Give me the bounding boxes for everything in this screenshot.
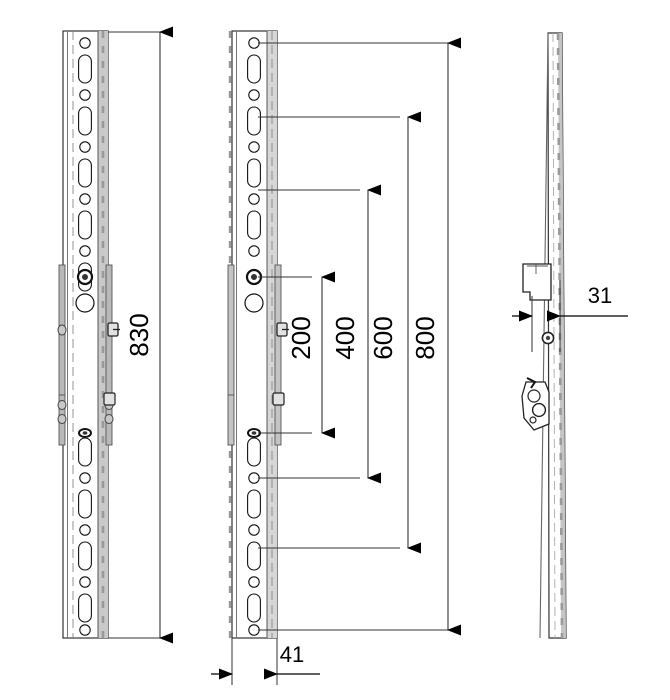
left-rail-fastener-upper xyxy=(76,268,94,286)
left-rail-fastener-lower xyxy=(78,428,92,438)
right-latch-assembly xyxy=(521,377,550,431)
middle-elevation-view xyxy=(227,30,289,639)
dimension-600-label: 600 xyxy=(368,316,398,359)
middle-rail-flange-shade xyxy=(267,31,277,638)
middle-rail-large-hole xyxy=(244,293,264,313)
right-rail-fastener xyxy=(541,331,555,345)
left-bracket-foot xyxy=(103,392,116,406)
dimension-200-label: 200 xyxy=(286,316,316,359)
right-latch-hole-upper xyxy=(527,389,541,403)
dimension-overall-height: 830 xyxy=(108,26,173,644)
dimension-hole-spacing-group: 200 400 600 800 xyxy=(258,37,461,636)
dimension-400-label: 400 xyxy=(330,316,360,359)
dimension-31-label: 31 xyxy=(588,283,612,308)
middle-bracket-lower xyxy=(227,392,285,446)
dimension-rail-width-41: 41 xyxy=(211,638,320,685)
right-rail-centerline xyxy=(552,32,556,639)
dimension-rail-depth-31: 31 xyxy=(512,280,628,352)
dimension-800-label: 800 xyxy=(410,316,440,359)
right-bracket-upper-hook xyxy=(522,263,552,301)
middle-rail-fastener-upper xyxy=(245,268,263,286)
dimension-830-label: 830 xyxy=(124,313,154,356)
middle-rail-perforations xyxy=(244,37,264,636)
right-latch-lever xyxy=(526,377,537,389)
right-side-view xyxy=(521,32,567,639)
dimension-41-label: 41 xyxy=(280,642,304,667)
right-latch-pivot xyxy=(529,416,537,424)
left-rail-large-hole xyxy=(75,293,95,313)
left-elevation-view xyxy=(57,30,120,639)
right-latch-hole-lower xyxy=(531,402,547,418)
left-rail-perforations xyxy=(75,37,95,636)
